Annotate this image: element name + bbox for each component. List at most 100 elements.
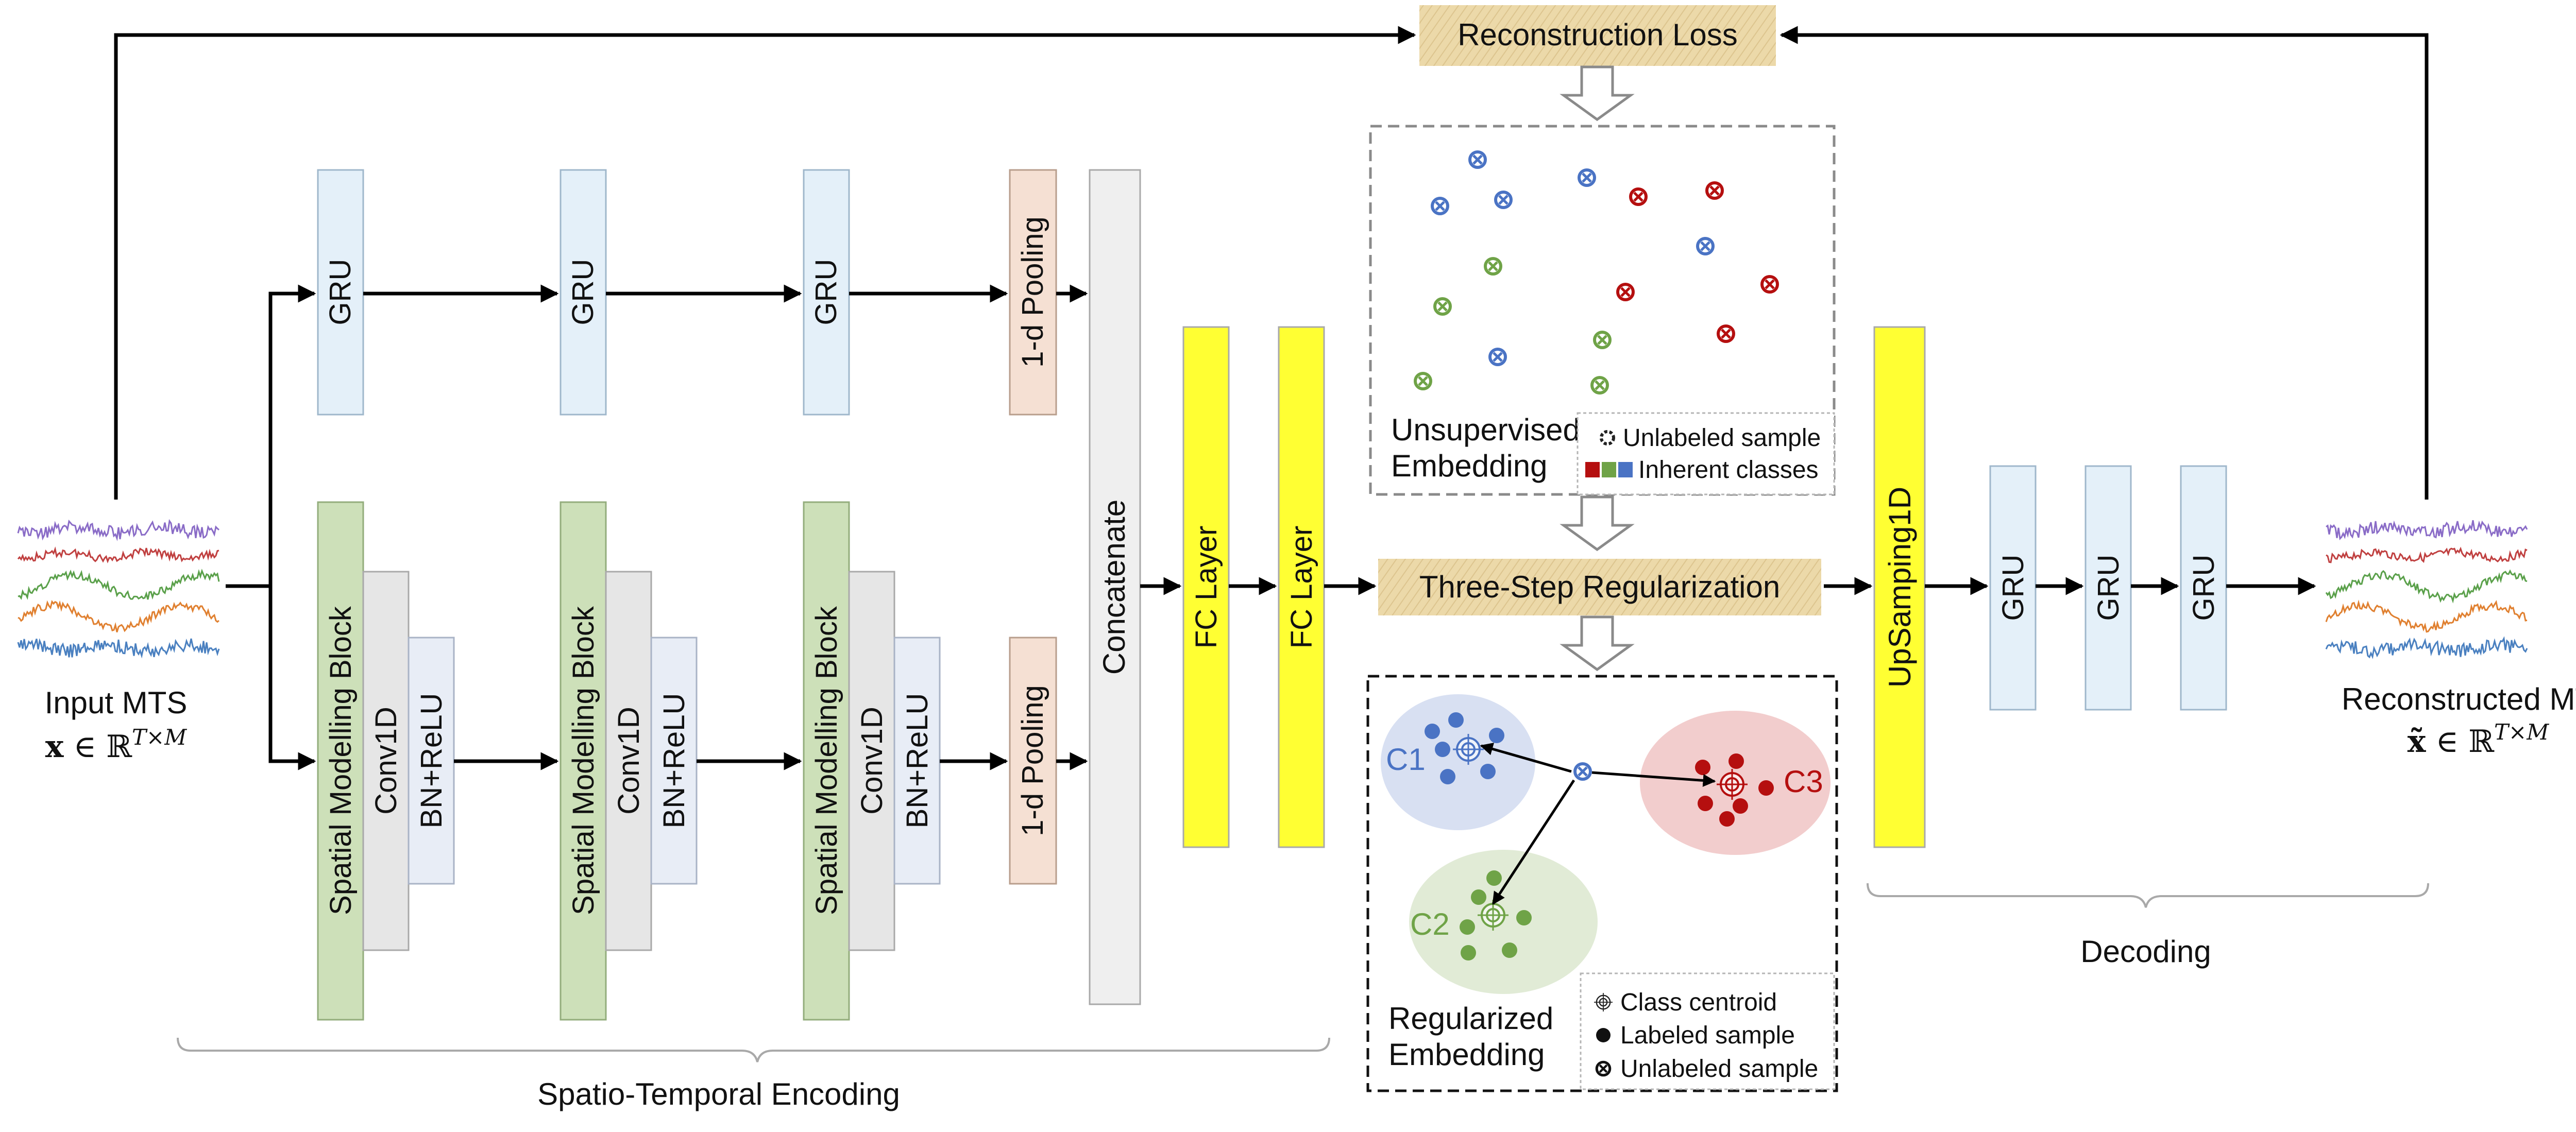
unsupervised-point-6 — [1490, 349, 1505, 365]
input-wave-2 — [17, 546, 219, 563]
reconstruction-loss-banner: Reconstruction Loss — [1419, 5, 1776, 66]
decoder-gru-1-label: GRU — [1996, 555, 2030, 621]
encoder-pool-bottom-label: 1-d Pooling — [1016, 685, 1049, 836]
labeled-sample-14 — [1695, 760, 1710, 775]
bn-relu-3-label: BN+ReLU — [901, 693, 934, 829]
output-wave-5 — [2325, 636, 2528, 659]
regularized-caption-line2: Embedding — [1388, 1037, 1545, 1072]
labeled-sample-1 — [1448, 712, 1464, 728]
unsupervised-point-12 — [1485, 259, 1501, 274]
legend-unlabeled-text-2: Unlabeled sample — [1620, 1055, 1818, 1083]
unsupervised-point-11 — [1718, 326, 1734, 341]
labeled-sample-6 — [1440, 769, 1455, 784]
legend-red-swatch — [1585, 462, 1600, 477]
regularized-sample-points — [1425, 712, 1774, 961]
input-wave-1 — [17, 519, 219, 541]
decoding-section-label: Decoding — [2080, 934, 2211, 969]
output-signal-plot — [2325, 520, 2528, 659]
legend-blue-swatch — [1618, 462, 1633, 477]
input-wave-5 — [17, 638, 220, 659]
input-to-loss-arrow — [114, 26, 1416, 500]
labeled-sample-17 — [1719, 811, 1735, 827]
encoder-pool-bottom — [1009, 637, 1057, 885]
labeled-sample-12 — [1486, 870, 1502, 886]
decoder-gru-3-label: GRU — [2187, 555, 2221, 621]
reconstruction-loss-label: Reconstruction Loss — [1458, 18, 1738, 52]
unsupervised-point-1 — [1470, 152, 1485, 167]
output-title: Reconstructed MTS — [2342, 682, 2576, 716]
labeled-sample-10 — [1461, 945, 1476, 961]
reconstruction-loss-loop — [114, 26, 2429, 500]
labeled-sample-11 — [1502, 942, 1517, 958]
unlabeled-query-point — [1575, 764, 1590, 779]
conv1d-3 — [848, 571, 895, 951]
encoding-brace — [177, 1037, 1330, 1062]
labeled-sample-18 — [1733, 798, 1748, 814]
input-signal-plot — [17, 519, 220, 659]
unsupervised-point-13 — [1435, 299, 1450, 314]
encoder-gru-1 — [317, 169, 364, 416]
output-wave-2 — [2326, 546, 2528, 563]
spatial-block-2-label: Spatial Modelling Block — [567, 606, 600, 915]
decoder-gru-3 — [2180, 465, 2227, 711]
labeled-sample-3 — [1489, 728, 1504, 743]
cluster-c3-label: C3 — [1784, 764, 1823, 799]
bn-relu-1 — [408, 637, 455, 885]
legend-unlabeled-icon — [1600, 430, 1615, 445]
unsupervised-point-10 — [1618, 284, 1633, 300]
unsupervised-point-14 — [1595, 332, 1610, 348]
encoder-arrows — [226, 284, 1377, 770]
labeled-sample-7 — [1471, 889, 1486, 905]
conv1d-1 — [362, 571, 410, 951]
unsupervised-point-3 — [1496, 192, 1511, 208]
spatial-block-3 — [803, 501, 850, 1021]
fc-layer-1-label: FC Layer — [1190, 526, 1223, 649]
hollow-arrow-3 — [1560, 615, 1635, 672]
legend-unlabeled-icon-2 — [1597, 1062, 1610, 1075]
decoder-gru-2-label: GRU — [2092, 555, 2125, 621]
legend-labeled-text: Labeled sample — [1620, 1022, 1795, 1049]
encoder-gru-3-label: GRU — [809, 259, 843, 325]
cluster-c1-label: C1 — [1386, 742, 1426, 777]
legend-centroid-text: Class centroid — [1620, 989, 1777, 1016]
unsupervised-legend: Unlabeled sample Inherent classes — [1577, 412, 1835, 495]
labeled-sample-8 — [1516, 910, 1532, 925]
conv1d-2-label: Conv1D — [612, 707, 646, 815]
bn-relu-1-label: BN+ReLU — [415, 693, 448, 829]
regularized-caption-line1: Regularized — [1388, 1001, 1553, 1036]
legend-classes-text: Inherent classes — [1638, 456, 1819, 484]
unsupervised-point-5 — [1698, 238, 1713, 254]
unsupervised-point-16 — [1592, 378, 1607, 393]
unsupervised-point-8 — [1707, 183, 1722, 198]
output-wave-4 — [2325, 599, 2528, 633]
input-title: Input MTS — [45, 685, 188, 720]
spatial-block-1-label: Spatial Modelling Block — [324, 606, 358, 915]
unsupervised-point-15 — [1415, 373, 1431, 389]
decoder-gru-1 — [1989, 465, 2037, 711]
conv1d-3-label: Conv1D — [855, 707, 889, 815]
legend-green-swatch — [1602, 462, 1616, 477]
encoder-gru-1-label: GRU — [324, 259, 357, 325]
fc-layer-2 — [1278, 326, 1325, 848]
upsampling-layer — [1873, 326, 1926, 848]
unsupervised-embedding-panel: Unsupervised Embedding Unlabeled sample … — [1369, 125, 1836, 496]
labeled-sample-16 — [1698, 796, 1713, 811]
cluster-c2-label: C2 — [1410, 907, 1450, 941]
unsupervised-point-7 — [1631, 189, 1646, 204]
encoder-gru-2 — [560, 169, 607, 416]
bn-relu-3 — [893, 637, 941, 885]
unsupervised-point-4 — [1579, 170, 1595, 185]
labeled-sample-5 — [1480, 764, 1496, 779]
regularization-banner: Three-Step Regularization — [1378, 559, 1821, 615]
conv1d-1-label: Conv1D — [369, 707, 403, 815]
encoder-temporal-branch: GRU GRU GRU 1-d Pooling — [317, 169, 1057, 416]
regularized-embedding-panel: C1 C2 C3 Regularized Embedding Class cen… — [1366, 675, 1838, 1092]
output-wave-1 — [2326, 520, 2528, 541]
output-to-loss-arrow — [1780, 26, 2429, 500]
regularization-label: Three-Step Regularization — [1419, 570, 1780, 604]
hollow-arrow-2 — [1560, 495, 1635, 552]
input-formula: x ∈ ℝT×M — [45, 725, 187, 765]
upsampling-label: UpSamping1D — [1883, 487, 1917, 688]
encoder-pool-top-label: 1-d Pooling — [1016, 216, 1049, 367]
